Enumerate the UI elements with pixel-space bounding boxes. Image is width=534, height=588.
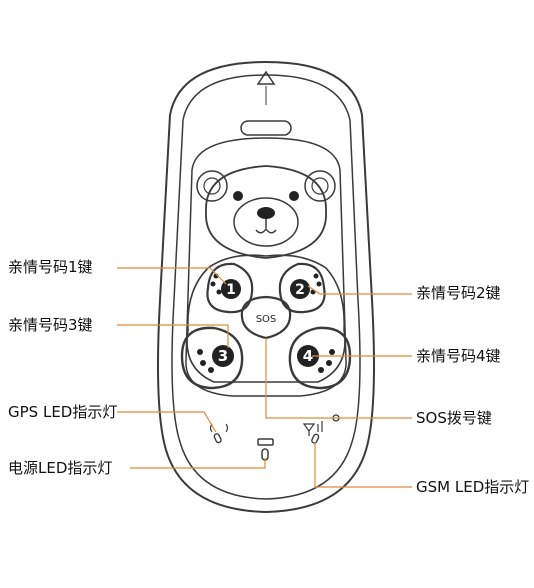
- bear-head: [205, 165, 327, 259]
- face-plate: [185, 137, 347, 397]
- callout-family-key-1: 亲情号码1键: [8, 258, 93, 276]
- sos-key: [240, 295, 292, 340]
- gsm-signal-icon: [302, 421, 323, 436]
- bear-left-ear: [196, 170, 228, 202]
- leader-family-key-3: [117, 324, 229, 348]
- speaker-grille: [240, 120, 292, 136]
- callout-gsm-led: GSM LED指示灯: [416, 478, 530, 496]
- leader-gps-led: [117, 411, 217, 433]
- family-key-1-pad: [206, 262, 254, 314]
- callout-family-key-2: 亲情号码2键: [416, 284, 501, 302]
- key-3-badge: [212, 345, 234, 367]
- key-2-badge: [290, 279, 310, 299]
- sos-key-label: SOS: [256, 314, 277, 325]
- bear-nose: [257, 207, 275, 219]
- callout-family-key-3: 亲情号码3键: [8, 316, 93, 334]
- bear-left-eye: [233, 191, 243, 201]
- bear-right-ear: [304, 170, 336, 202]
- gps-led: [213, 433, 222, 444]
- callout-power-led: 电源LED指示灯: [8, 459, 113, 477]
- device-outer-shell: [157, 60, 375, 514]
- family-key-2-pad: [278, 262, 326, 314]
- leader-gsm-led: [314, 442, 412, 488]
- gsm-led: [311, 433, 320, 444]
- key-1-number: 1: [226, 282, 236, 298]
- power-led-window: [257, 438, 274, 446]
- key-3-number: 3: [218, 347, 228, 365]
- lanyard-hole-icon: [256, 70, 276, 85]
- key-4-number: 4: [303, 347, 313, 365]
- leader-family-key-1: [117, 267, 227, 285]
- bear-right-eye: [289, 191, 299, 201]
- leader-power-led: [130, 458, 266, 469]
- device-inner-shell: [171, 74, 361, 500]
- key-2-number: 2: [295, 282, 305, 298]
- family-key-3-pad: [180, 326, 244, 390]
- key-4-badge: [297, 345, 319, 367]
- bear-body: [186, 254, 346, 383]
- callout-sos-key: SOS拨号键: [416, 409, 492, 427]
- leader-sos-key: [265, 338, 412, 419]
- leader-family-key-2: [307, 285, 412, 295]
- callout-gps-led: GPS LED指示灯: [8, 403, 118, 421]
- bear-muzzle: [233, 197, 299, 247]
- callout-family-key-4: 亲情号码4键: [416, 347, 501, 365]
